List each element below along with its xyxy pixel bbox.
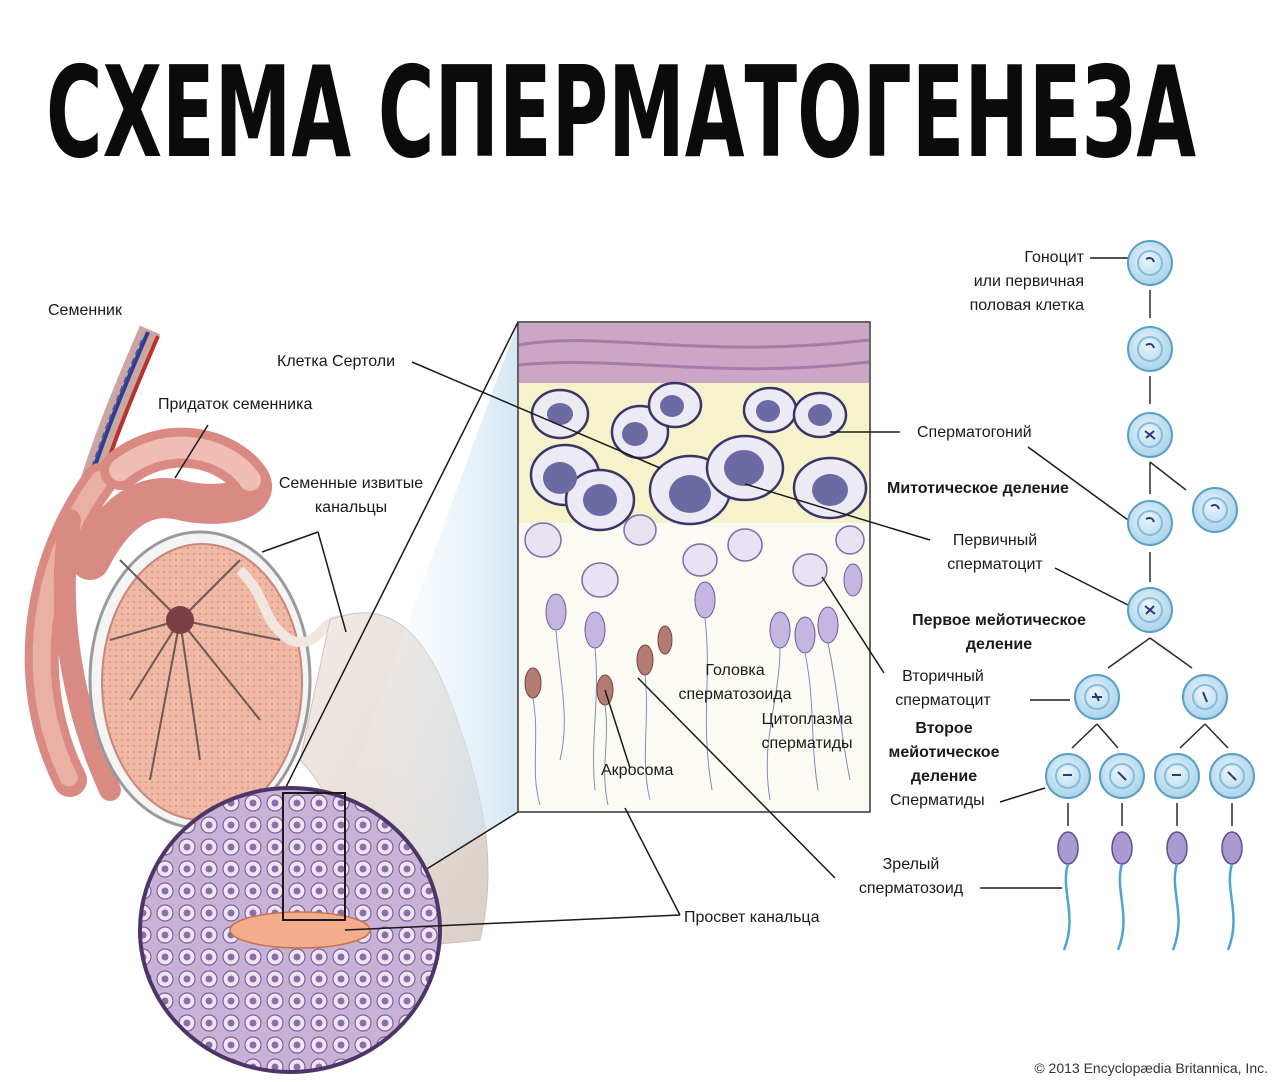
- label-tubules: Семенные извитые канальцы: [278, 475, 424, 516]
- copyright: © 2013 Encyclopædia Britannica, Inc.: [1034, 1060, 1268, 1076]
- zoom-box: [282, 792, 346, 921]
- cell-cascade: [1045, 240, 1255, 951]
- sperm-1-head: [1057, 831, 1079, 865]
- tubule-cross-section: [138, 786, 442, 1074]
- label-testis: Семенник: [48, 302, 122, 319]
- page-title: СХЕМА СПЕРМАТОГЕНЕЗА: [46, 48, 1196, 178]
- label-secondary-spermatocyte: Вторичный сперматоцит: [895, 668, 991, 709]
- testis: [88, 530, 341, 830]
- label-cytoplasm: Цитоплазма сперматиды: [761, 711, 853, 752]
- zoom-funnel: [345, 322, 518, 920]
- gonocyte-cell: [1127, 240, 1173, 286]
- label-sertoli: Клетка Сертоли: [277, 353, 396, 370]
- primary-spermatocyte-cell: [1127, 500, 1173, 546]
- label-sperm-head: Головка сперматозоида: [678, 662, 792, 703]
- label-spermatids: Сперматиды: [890, 792, 985, 809]
- cell-stage-2: [1127, 326, 1173, 372]
- sperm-3-head: [1166, 831, 1188, 865]
- label-gonocyte: Гоноцит или первичная половая клетка: [969, 249, 1084, 314]
- label-mature-sperm: Зрелый сперматозоид: [858, 856, 964, 897]
- daughter-cell-right: [1192, 487, 1238, 533]
- page-title-text: СХЕМА СПЕРМАТОГЕНЕЗА: [46, 48, 1196, 178]
- label-epididymis: Придаток семенника: [158, 396, 313, 413]
- label-acrosome: Акросома: [601, 762, 674, 779]
- label-first-meiotic: Первое мейотическое деление: [912, 612, 1086, 653]
- label-mitotic-division: Митотическое деление: [887, 480, 1069, 497]
- label-primary-spermatocyte: Первичный сперматоцит: [947, 532, 1043, 573]
- sperm-2-head: [1111, 831, 1133, 865]
- epididymis: [24, 427, 272, 801]
- leader-lines: [174, 257, 1129, 931]
- sperm-4-head: [1221, 831, 1243, 865]
- label-second-meiotic: Второе мейотическое деление: [888, 720, 1000, 785]
- magnified-panel: [517, 321, 871, 813]
- label-lumen: Просвет канальца: [684, 909, 820, 926]
- label-spermatogonium: Сперматогоний: [917, 424, 1032, 441]
